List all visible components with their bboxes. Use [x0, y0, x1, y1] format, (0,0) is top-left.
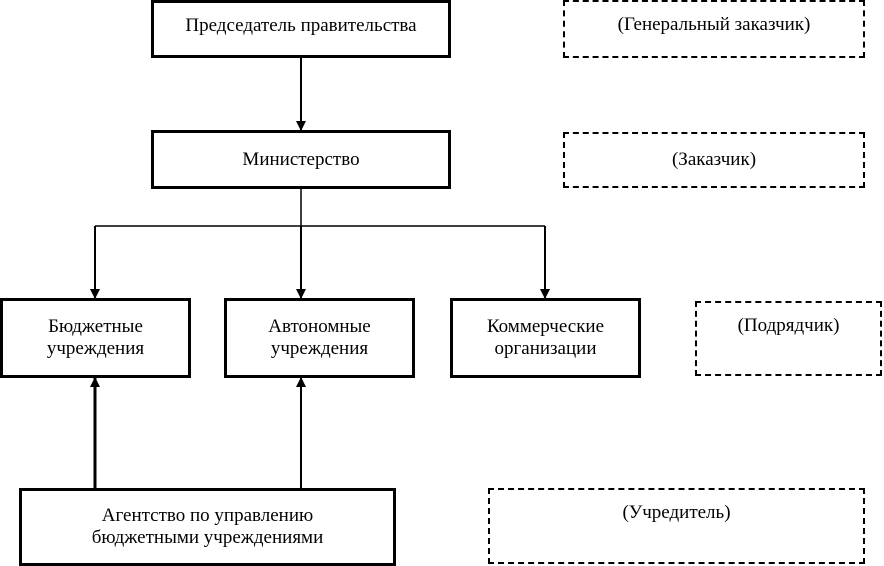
node-commercial-organizations-label: Коммерческие организации: [486, 316, 605, 359]
node-commercial-organizations: Коммерческие организации: [450, 298, 641, 378]
node-autonomous-institutions: Автономные учреждения: [224, 298, 415, 378]
role-customer: (Заказчик): [563, 132, 865, 188]
role-general-customer-label: (Генеральный заказчик): [617, 14, 811, 35]
node-agency: Агентство по управлению бюджетными учреж…: [19, 488, 396, 566]
role-contractor-label: (Подрядчик): [737, 315, 840, 336]
role-customer-label: (Заказчик): [671, 149, 757, 170]
node-budget-institutions-label: Бюджетные учреждения: [46, 316, 145, 359]
role-general-customer: (Генеральный заказчик): [563, 0, 865, 58]
role-founder-label: (Учредитель): [622, 502, 731, 523]
role-founder: (Учредитель): [488, 488, 865, 564]
node-chairman: Председатель правительства: [151, 0, 451, 58]
node-chairman-label: Председатель правительства: [185, 15, 417, 36]
role-contractor: (Подрядчик): [695, 301, 882, 376]
node-ministry-label: Министерство: [242, 148, 360, 170]
node-budget-institutions: Бюджетные учреждения: [0, 298, 191, 378]
node-ministry: Министерство: [151, 130, 451, 189]
node-agency-label: Агентство по управлению бюджетными учреж…: [91, 505, 324, 548]
node-autonomous-institutions-label: Автономные учреждения: [268, 316, 371, 359]
